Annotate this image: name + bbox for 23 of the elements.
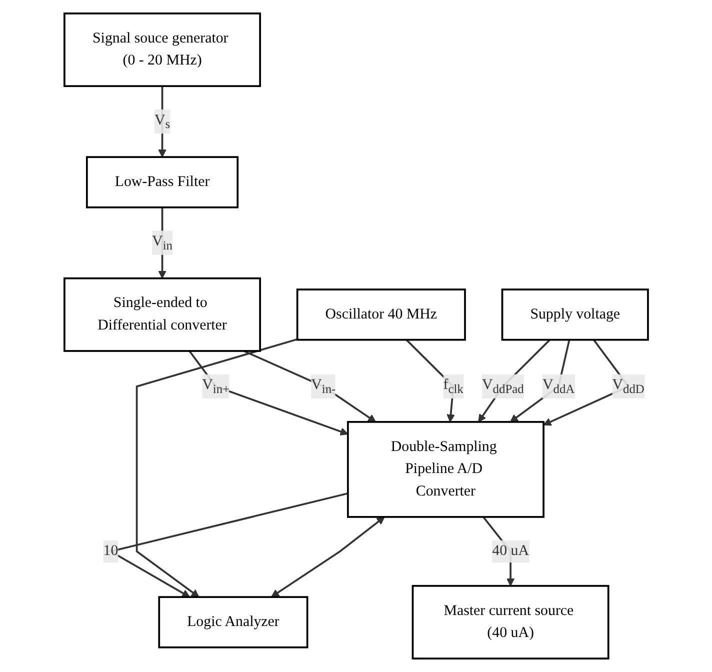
- node-box: Supply voltage: [501, 288, 649, 341]
- arrow: [136, 338, 298, 598]
- node-box: Master current source (40 uA): [412, 584, 610, 660]
- node-box: Logic Analyzer: [158, 596, 308, 648]
- node-box: Low-Pass Filter: [86, 156, 238, 208]
- edge-label: V$_{ddPad}$: [482, 377, 524, 396]
- arrow: [270, 516, 385, 598]
- edge-label: V$_{s}$: [154, 112, 170, 131]
- node-box: Single-ended to Differential converter: [63, 277, 261, 352]
- arrow: [188, 350, 348, 436]
- arrow: [478, 339, 550, 422]
- node-box: Signal souce generator (0 - 20 MHz): [63, 12, 261, 88]
- edge-label: V$_{in}$: [152, 233, 172, 252]
- arrow: [243, 350, 376, 422]
- node-box: Oscillator 40 MHz: [296, 288, 466, 341]
- edge-label: V$_{in-}$: [310, 377, 336, 396]
- edge-label: 10: [103, 543, 118, 559]
- node-box: Double-Sampling Pipeline A/D Converter: [346, 421, 544, 518]
- edge-label: V$_{ddA}$: [542, 377, 574, 396]
- edge-label: 40 uA: [492, 543, 529, 559]
- edge-label: V$_{ddD}$: [612, 377, 644, 396]
- edge-label: V$_{in+}$: [202, 377, 230, 396]
- edge-label: f$_{clk}$: [443, 377, 464, 396]
